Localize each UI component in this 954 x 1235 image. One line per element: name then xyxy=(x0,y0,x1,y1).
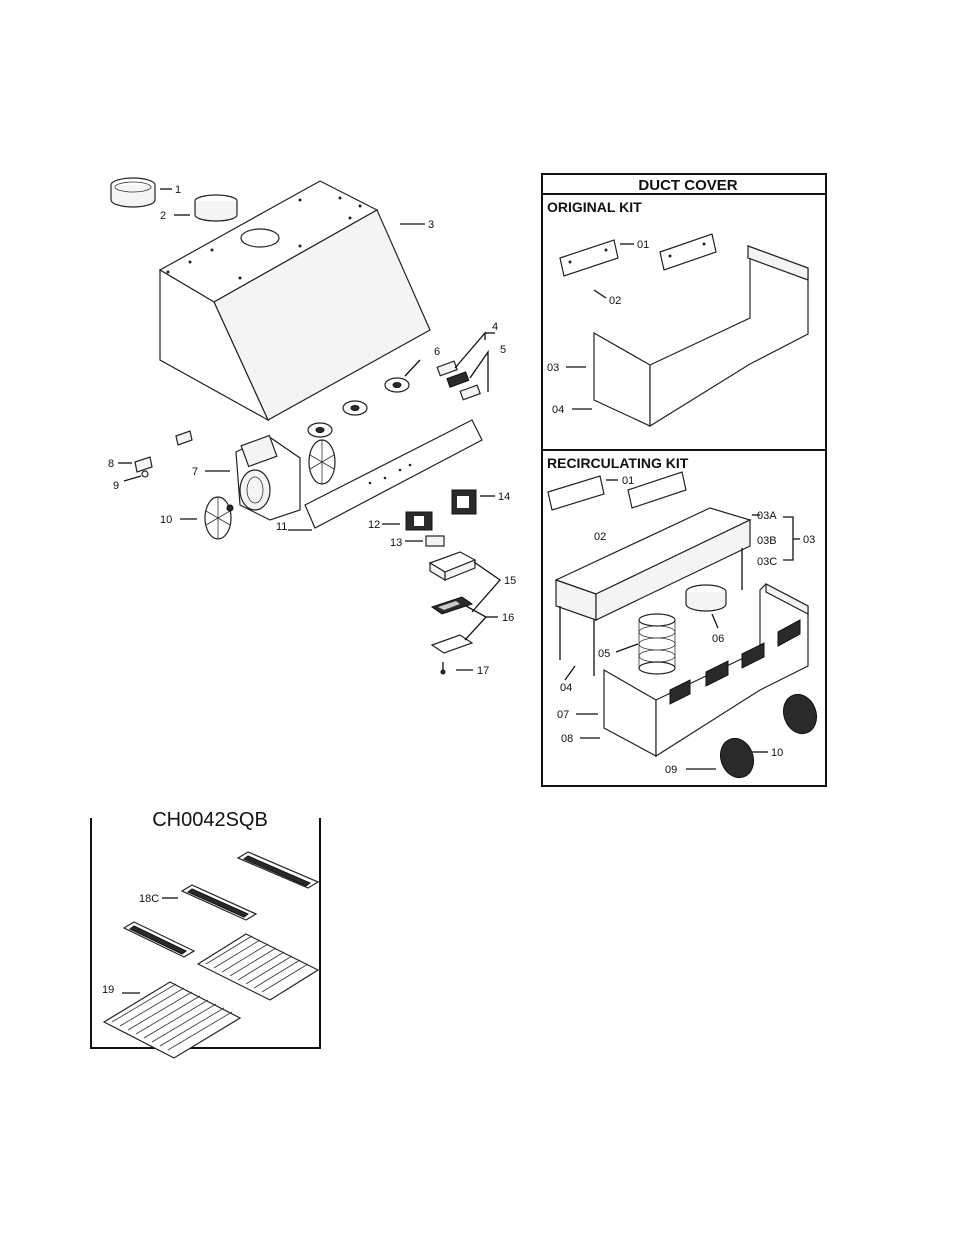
recirc-label-03A: 03A xyxy=(757,510,777,522)
label-2: 2 xyxy=(160,210,166,222)
duct-cover-panel: DUCT COVER ORIGINAL KIT 01 02 03 04 RECI… xyxy=(541,173,827,787)
filter-label-18c: 18C xyxy=(139,893,159,905)
switch-parts-4-5 xyxy=(436,360,481,401)
recirc-kit-brackets xyxy=(547,471,687,511)
grease-filter-19 xyxy=(102,933,320,1059)
orig-label-04: 04 xyxy=(552,404,564,416)
hood-body-part-3 xyxy=(158,180,431,422)
recirc-flex-duct xyxy=(638,613,676,675)
label-6: 6 xyxy=(434,346,440,358)
filter-label-19: 19 xyxy=(102,984,114,996)
label-9: 9 xyxy=(113,480,119,492)
label-1: 1 xyxy=(175,184,181,196)
orig-label-01: 01 xyxy=(637,239,649,251)
label-11: 11 xyxy=(276,521,287,533)
damper-collar-part-2 xyxy=(194,194,238,222)
label-12: 12 xyxy=(368,519,380,531)
label-3: 3 xyxy=(428,219,434,231)
recirc-label-03C: 03C xyxy=(757,556,777,568)
recirc-kit-frame xyxy=(554,507,752,676)
recirc-charcoal-filters xyxy=(719,693,818,779)
label-13: 13 xyxy=(390,537,402,549)
relay-part-14 xyxy=(451,489,477,515)
recirc-label-10: 10 xyxy=(771,747,783,759)
recirculating-kit-title: RECIRCULATING KIT xyxy=(547,455,689,471)
original-kit-duct-cover xyxy=(593,245,809,428)
recirc-label-08: 08 xyxy=(561,733,573,745)
recirc-label-03: 03 xyxy=(803,534,815,546)
recirc-label-06: 06 xyxy=(712,633,724,645)
duct-cover-title: DUCT COVER xyxy=(638,177,737,194)
lens-cover xyxy=(430,634,474,654)
recirc-label-01: 01 xyxy=(622,475,634,487)
label-15: 15 xyxy=(504,575,516,587)
recirc-collar-06 xyxy=(685,584,727,612)
label-7: 7 xyxy=(192,466,198,478)
orig-label-03: 03 xyxy=(547,362,559,374)
filter-kit-panel: CH0042SQB 18C xyxy=(90,809,321,1059)
charcoal-filter-18c xyxy=(122,851,320,958)
recirc-label-02: 02 xyxy=(594,531,606,543)
recirc-kit-duct-cover xyxy=(603,583,809,758)
label-5: 5 xyxy=(500,344,506,356)
blower-housing-part-7 xyxy=(235,434,301,521)
recirc-label-03B: 03B xyxy=(757,535,777,547)
label-17: 17 xyxy=(477,665,489,677)
recirc-vents xyxy=(669,619,801,705)
filter-kit-model: CH0042SQB xyxy=(152,809,268,831)
bracket-part-8 xyxy=(134,430,193,478)
light-lens-part-6 xyxy=(307,377,410,438)
main-hood-assembly: 1 2 3 xyxy=(108,177,516,677)
label-8: 8 xyxy=(108,458,114,470)
transformer-part-12 xyxy=(405,511,445,547)
label-14: 14 xyxy=(498,491,510,503)
recirc-label-05: 05 xyxy=(598,648,610,660)
blower-wheel xyxy=(308,439,336,485)
blower-wheel-part-10 xyxy=(204,496,234,540)
light-socket-part-16 xyxy=(430,596,474,615)
label-10: 10 xyxy=(160,514,172,526)
label-4: 4 xyxy=(492,321,498,333)
recirc-label-07: 07 xyxy=(557,709,569,721)
recirc-label-09: 09 xyxy=(665,764,677,776)
recirc-label-04: 04 xyxy=(560,682,572,694)
light-box-part-15 xyxy=(428,551,477,582)
control-panel-part-11 xyxy=(304,419,483,529)
original-kit-title: ORIGINAL KIT xyxy=(547,199,642,215)
orig-label-02: 02 xyxy=(609,295,621,307)
duct-collar-part-1 xyxy=(110,177,156,208)
original-kit-brackets xyxy=(559,233,717,277)
label-16: 16 xyxy=(502,612,514,624)
